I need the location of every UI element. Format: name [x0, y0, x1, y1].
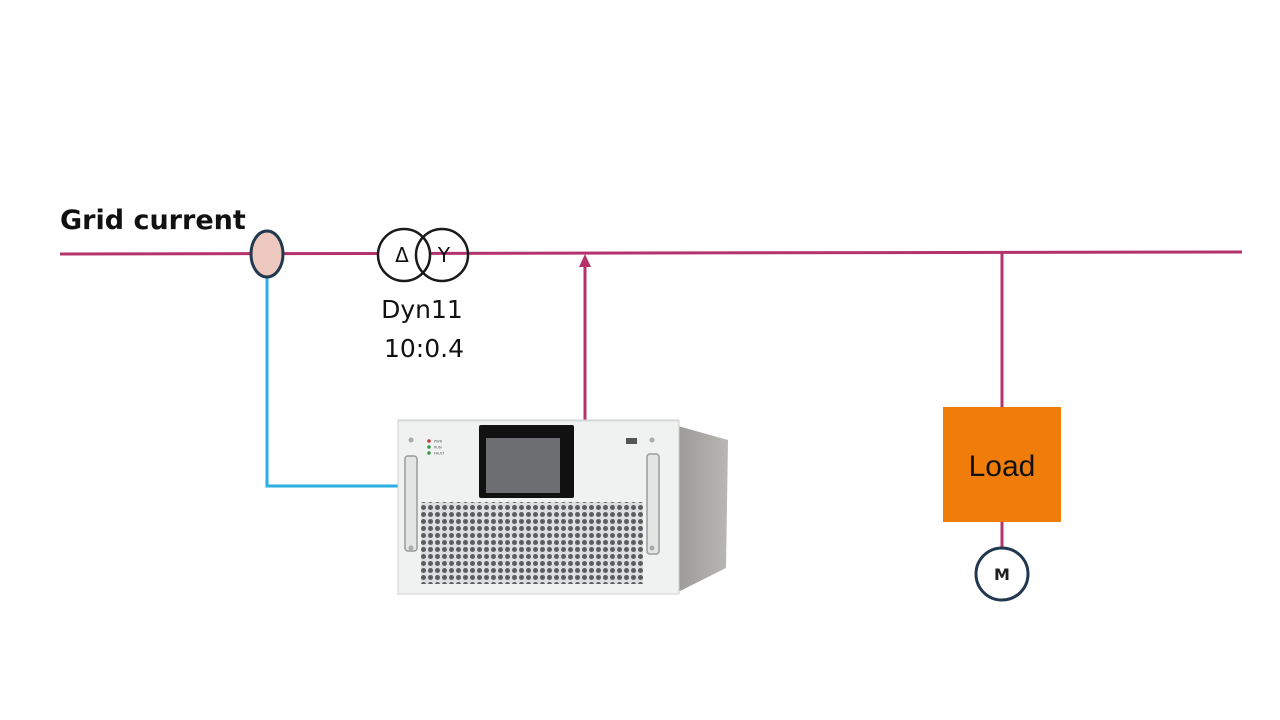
right-handle: [646, 453, 660, 555]
compensator-device: PWR RUN FAULT: [397, 419, 728, 595]
motor-icon: [974, 546, 1030, 602]
transformer-ratio: 10:0.4: [384, 334, 464, 363]
status-leds: PWR RUN FAULT: [427, 439, 445, 456]
screw-icon: [408, 545, 414, 551]
main-bus-line: [59, 250, 1243, 256]
ct-signal-line: [265, 272, 410, 488]
transformer-vector-group: Dyn11: [381, 295, 463, 324]
transformer-primary-coil-icon: [376, 227, 432, 283]
motor-label: M: [994, 565, 1010, 584]
power-transformer: Δ Y: [376, 227, 470, 283]
grid-current-label: Grid current: [60, 205, 246, 236]
screw-icon: [408, 437, 414, 443]
touch-screen: [486, 438, 560, 493]
wye-symbol: Y: [437, 243, 451, 267]
usb-port-icon: [626, 438, 637, 444]
led-label: FAULT: [434, 452, 445, 456]
device-side-panel: [678, 426, 728, 592]
load-block: [943, 407, 1061, 522]
run-led-icon: [427, 445, 431, 449]
left-handle: [404, 455, 418, 552]
led-label: PWR: [434, 440, 443, 444]
led-label: RUN: [434, 446, 442, 450]
delta-symbol: Δ: [395, 243, 409, 267]
ventilation-grille: [421, 502, 643, 584]
current-transformer-icon: [249, 229, 285, 279]
fault-led-icon: [427, 451, 431, 455]
transformer-secondary-coil-icon: [414, 227, 470, 283]
load-label: Load: [969, 450, 1036, 483]
screw-icon: [649, 437, 655, 443]
screw-icon: [649, 545, 655, 551]
power-led-icon: [427, 439, 431, 443]
injection-arrow-icon: [579, 254, 591, 267]
